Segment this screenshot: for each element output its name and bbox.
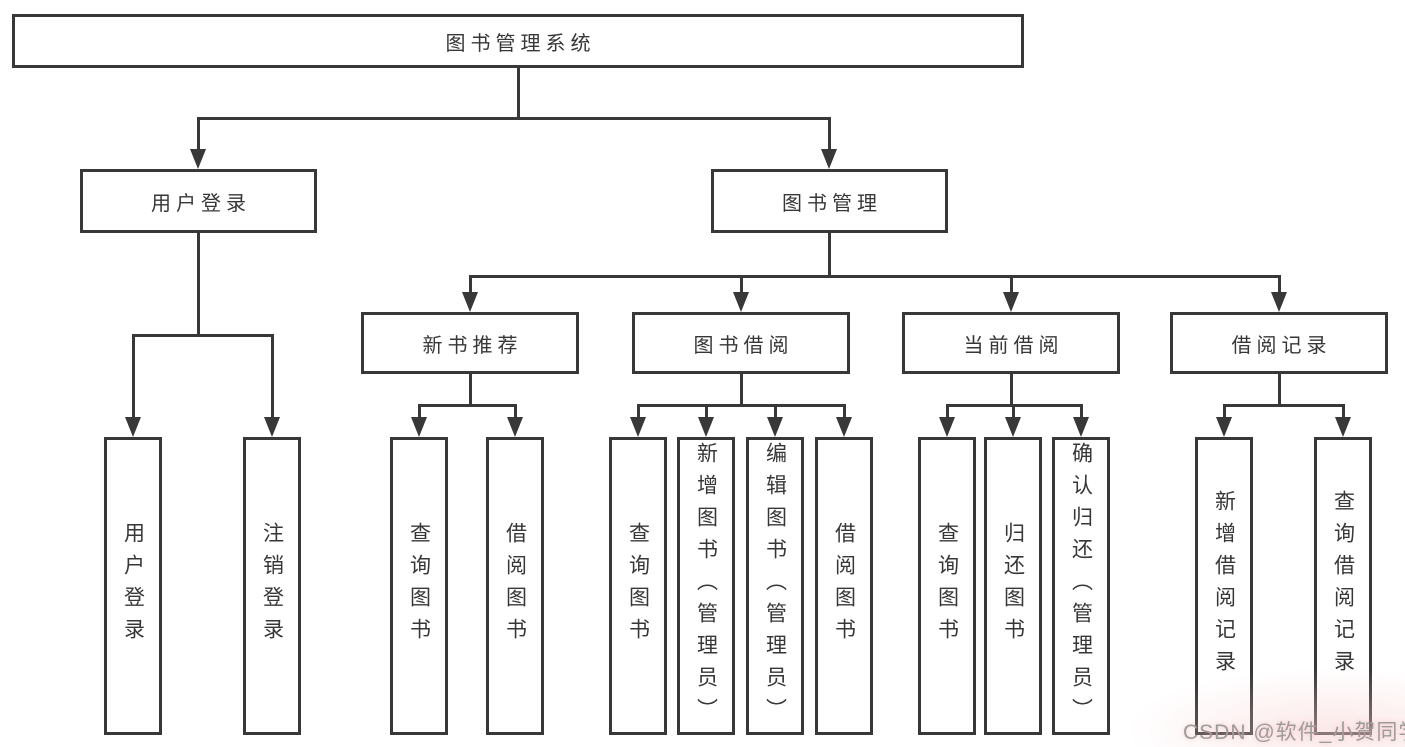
connector-line	[1277, 275, 1281, 294]
connector-line	[1079, 404, 1083, 419]
connector-line	[270, 334, 274, 419]
connector-line	[513, 404, 517, 419]
connector-line	[842, 404, 846, 419]
connector-line	[131, 334, 135, 419]
arrowhead-down-icon	[1216, 417, 1232, 437]
connector-line	[417, 404, 517, 407]
node-book-management: 图书管理	[711, 169, 948, 233]
arrowhead-down-icon	[462, 292, 478, 312]
leaf-add-book-admin: 新增图书（管理员）	[677, 437, 735, 735]
connector-line	[636, 404, 846, 407]
leaf-query-books-current: 查询图书	[918, 437, 976, 735]
node-label: 当前借阅	[963, 334, 1064, 357]
connector-line	[196, 117, 200, 151]
arrowhead-down-icon	[264, 417, 280, 437]
node-label: 编辑图书（管理员）	[763, 442, 787, 730]
node-borrowing-records: 借阅记录	[1170, 312, 1388, 374]
node-label: 图书管理	[782, 192, 882, 215]
connector-line	[468, 275, 1281, 278]
node-label: 借阅图书	[832, 522, 856, 650]
connector-line	[773, 404, 777, 419]
connector-line	[945, 404, 949, 419]
connector-line	[1341, 404, 1345, 419]
connector-line	[1277, 372, 1281, 407]
arrowhead-down-icon	[733, 292, 749, 312]
arrowhead-down-icon	[939, 417, 955, 437]
connector-line	[1009, 372, 1013, 407]
arrowhead-down-icon	[1073, 417, 1089, 437]
leaf-borrow-books-recommend: 借阅图书	[486, 437, 544, 735]
node-label: 图书借阅	[693, 334, 794, 357]
node-label: 确认归还（管理员）	[1069, 442, 1093, 730]
arrowhead-down-icon	[1005, 417, 1021, 437]
csdn-watermark: CSDN @软件_小贺同学	[1183, 721, 1405, 744]
arrowhead-down-icon	[1335, 417, 1351, 437]
node-label: 借阅记录	[1231, 334, 1332, 357]
connector-line	[739, 372, 743, 407]
node-label: 用户登录	[121, 522, 145, 650]
node-label: 借阅图书	[503, 522, 527, 650]
connector-line	[1009, 275, 1013, 294]
node-label: 归还图书	[1001, 522, 1025, 650]
arrowhead-down-icon	[1003, 292, 1019, 312]
leaf-query-borrow-record: 查询借阅记录	[1314, 437, 1372, 735]
connector-line	[131, 334, 274, 337]
arrowhead-down-icon	[507, 417, 523, 437]
leaf-borrow-books: 借阅图书	[815, 437, 873, 735]
connector-line	[1222, 404, 1345, 407]
node-label: 查询图书	[935, 522, 959, 650]
connector-line	[516, 66, 520, 119]
node-label: 图书管理系统	[445, 32, 596, 55]
arrowhead-down-icon	[190, 149, 206, 169]
leaf-logout: 注销登录	[243, 437, 301, 735]
arrowhead-down-icon	[411, 417, 427, 437]
node-label: 注销登录	[260, 522, 284, 650]
connector-line	[827, 231, 831, 278]
connector-line	[417, 404, 421, 419]
node-user-login: 用户登录	[80, 169, 317, 233]
arrowhead-down-icon	[821, 149, 837, 169]
arrowhead-down-icon	[698, 417, 714, 437]
node-label: 查询图书	[407, 522, 431, 650]
connector-line	[704, 404, 708, 419]
connector-line	[468, 372, 472, 407]
leaf-add-borrow-record: 新增借阅记录	[1195, 437, 1253, 735]
node-label: 新增借阅记录	[1212, 490, 1236, 682]
leaf-query-books-borrowing: 查询图书	[609, 437, 667, 735]
node-label: 查询图书	[626, 522, 650, 650]
node-library-management-system: 图书管理系统	[12, 14, 1024, 68]
node-new-book-recommendation: 新书推荐	[361, 312, 579, 374]
connector-line	[739, 275, 743, 294]
node-label: 新增图书（管理员）	[694, 442, 718, 730]
arrowhead-down-icon	[836, 417, 852, 437]
node-label: 查询借阅记录	[1331, 490, 1355, 682]
node-current-borrowing: 当前借阅	[902, 312, 1120, 374]
leaf-user-login: 用户登录	[104, 437, 162, 735]
connector-line	[1222, 404, 1226, 419]
leaf-edit-book-admin: 编辑图书（管理员）	[746, 437, 804, 735]
connector-line	[468, 275, 472, 294]
leaf-query-books-recommend: 查询图书	[390, 437, 448, 735]
connector-line	[196, 231, 200, 337]
node-book-borrowing: 图书借阅	[632, 312, 850, 374]
connector-line	[1011, 404, 1015, 419]
connector-line	[827, 117, 831, 151]
connector-line	[196, 117, 831, 120]
arrowhead-down-icon	[630, 417, 646, 437]
node-label: 新书推荐	[422, 334, 523, 357]
leaf-confirm-return-admin: 确认归还（管理员）	[1052, 437, 1110, 735]
arrowhead-down-icon	[125, 417, 141, 437]
arrowhead-down-icon	[1271, 292, 1287, 312]
arrowhead-down-icon	[767, 417, 783, 437]
connector-line	[636, 404, 640, 419]
node-label: 用户登录	[151, 192, 251, 215]
leaf-return-book: 归还图书	[984, 437, 1042, 735]
